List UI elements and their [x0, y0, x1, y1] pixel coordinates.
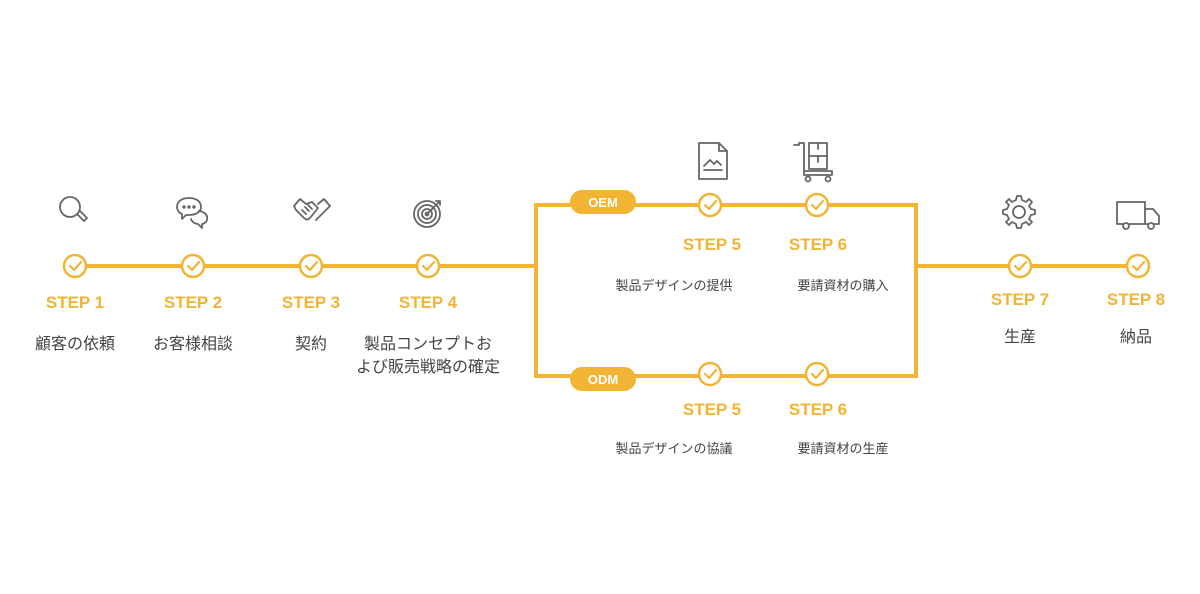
step-4-label: STEP 4: [399, 293, 458, 312]
odm-badge: ODM: [570, 367, 636, 391]
checkmark-icon: [68, 260, 83, 272]
checkmark-icon: [810, 199, 825, 211]
step-4-desc-line2: よび販売戦略の確定: [356, 357, 500, 376]
odm-step-6-label: STEP 6: [789, 400, 847, 419]
delivery-truck-icon: [1116, 201, 1160, 230]
node-step-7: [1007, 253, 1033, 279]
node-step-1: [62, 253, 88, 279]
oem-step-5-desc: 製品デザインの提供: [615, 278, 732, 294]
node-oem-step-6: [804, 192, 830, 218]
handshake-icon: [293, 198, 331, 221]
gear-icon: [1002, 195, 1036, 229]
node-step-3: [298, 253, 324, 279]
oem-step-6-desc: 要請資材の購入: [797, 279, 888, 294]
node-odm-step-5: [697, 361, 723, 387]
checkmark-icon: [304, 260, 319, 272]
check-nodes: [62, 192, 1151, 387]
step-2-label: STEP 2: [164, 293, 222, 312]
odm-step-5-label: STEP 5: [683, 400, 741, 419]
odm-step-6-desc: 要請資材の生産: [797, 441, 888, 457]
checkmark-icon: [703, 199, 718, 211]
step-7-desc: 生産: [1004, 327, 1036, 346]
step-3-label: STEP 3: [282, 293, 340, 312]
chat-bubbles-icon: [176, 197, 209, 229]
checkmark-icon: [810, 368, 825, 380]
step-2-desc: お客様相談: [153, 334, 233, 353]
checkmark-icon: [186, 260, 201, 272]
step-1-label: STEP 1: [46, 293, 104, 312]
step-8-label: STEP 8: [1107, 290, 1165, 309]
checkmark-icon: [1131, 260, 1146, 272]
step-4-desc-line1: 製品コンセプトお: [364, 334, 492, 353]
step-labels: STEP 1 顧客の依頼 STEP 2 お客様相談 STEP 3 契約 STEP…: [35, 235, 1165, 457]
odm-badge-label: ODM: [588, 372, 618, 387]
node-step-8: [1125, 253, 1151, 279]
hand-truck-icon: [793, 142, 833, 183]
oem-badge-label: OEM: [588, 195, 618, 210]
node-odm-step-6: [804, 361, 830, 387]
flow-lines: [75, 203, 1138, 378]
checkmark-icon: [1013, 260, 1028, 272]
oem-badge: OEM: [570, 190, 636, 214]
search-icon: [59, 196, 88, 222]
node-oem-step-5: [697, 192, 723, 218]
node-step-4: [415, 253, 441, 279]
step-7-label: STEP 7: [991, 290, 1049, 309]
oem-step-6-label: STEP 6: [789, 235, 847, 254]
step-1-desc: 顧客の依頼: [35, 334, 115, 353]
checkmark-icon: [421, 260, 436, 272]
node-step-2: [180, 253, 206, 279]
step-8-desc: 納品: [1120, 327, 1152, 346]
branch-frame: [534, 203, 918, 378]
design-document-icon: [698, 142, 728, 180]
odm-step-5-desc: 製品デザインの協議: [615, 441, 732, 457]
step-3-desc: 契約: [295, 334, 327, 353]
checkmark-icon: [703, 368, 718, 380]
oem-step-5-label: STEP 5: [683, 235, 741, 254]
target-icon: [413, 200, 441, 228]
